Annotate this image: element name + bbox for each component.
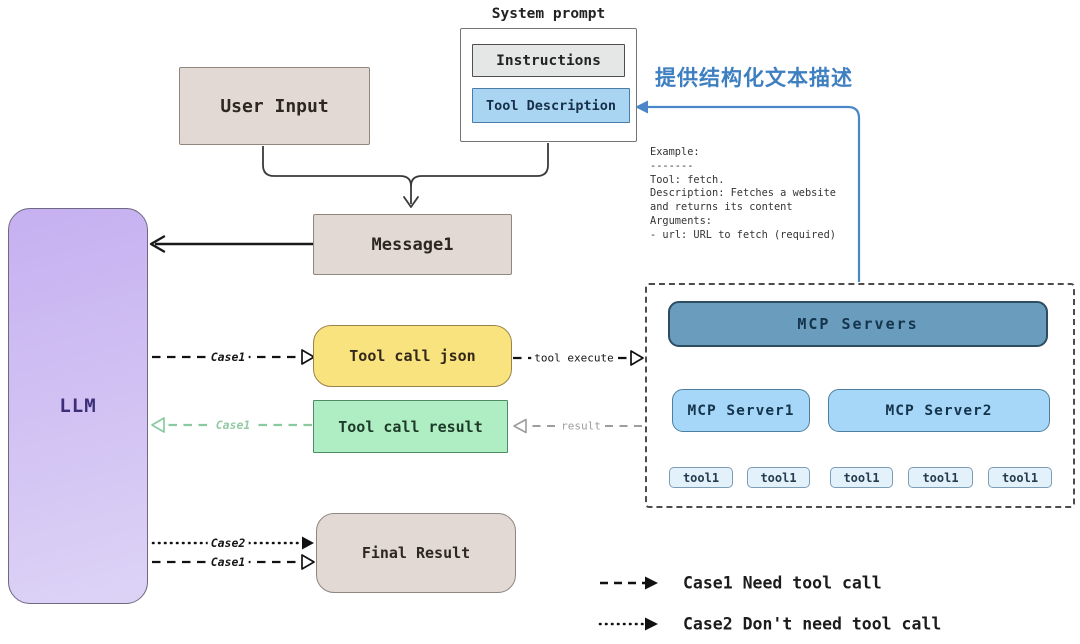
final-result-label: Final Result bbox=[361, 544, 471, 562]
tool-node: tool1 bbox=[988, 467, 1052, 488]
annotation-structured-text: 提供结构化文本描述 bbox=[655, 66, 853, 90]
mcp-server1-label: MCP Server1 bbox=[687, 402, 795, 419]
mcp-server1-node: MCP Server1 bbox=[672, 389, 810, 432]
tool-description-node: Tool Description bbox=[472, 88, 630, 123]
llm-node: LLM bbox=[8, 208, 148, 604]
example-text-block: Example: ------- Tool: fetch. Descriptio… bbox=[650, 146, 836, 241]
edge-message1-to-llm bbox=[149, 235, 313, 253]
edge-label-case2-final: Case2 bbox=[207, 536, 249, 550]
mcp-servers-label: MCP Servers bbox=[797, 315, 919, 333]
tool-label: tool1 bbox=[760, 470, 797, 485]
tool-node: tool1 bbox=[747, 467, 810, 488]
message1-node: Message1 bbox=[313, 214, 512, 275]
edge-case2-to-final bbox=[151, 536, 314, 550]
instructions-label: Instructions bbox=[496, 52, 601, 69]
tool-node: tool1 bbox=[830, 467, 893, 488]
edge-label-result: result bbox=[558, 419, 604, 433]
tool-description-label: Tool Description bbox=[485, 97, 617, 114]
mcp-servers-node: MCP Servers bbox=[668, 301, 1048, 347]
edge-label-tool-execute: tool execute bbox=[531, 351, 617, 365]
message1-label: Message1 bbox=[371, 234, 454, 255]
instructions-node: Instructions bbox=[472, 44, 625, 77]
tool-call-json-node: Tool call json bbox=[313, 325, 512, 387]
tool-node: tool1 bbox=[908, 467, 973, 488]
user-input-node: User Input bbox=[179, 67, 370, 145]
final-result-node: Final Result bbox=[316, 513, 516, 593]
edge-mcp-to-tool-description bbox=[635, 100, 861, 282]
mcp-server2-node: MCP Server2 bbox=[828, 389, 1050, 432]
legend-item-case2: Case2 Don't need tool call bbox=[683, 614, 942, 634]
mcp-server2-label: MCP Server2 bbox=[885, 402, 993, 419]
llm-label: LLM bbox=[59, 395, 97, 417]
user-input-label: User Input bbox=[220, 95, 329, 117]
edge-label-case1-final: Case1 bbox=[207, 555, 249, 569]
tool-call-json-label: Tool call json bbox=[349, 347, 476, 365]
edge-label-case1-json: Case1 bbox=[207, 350, 249, 364]
tool-label: tool1 bbox=[843, 470, 880, 485]
tool-label: tool1 bbox=[1001, 470, 1039, 485]
tool-call-result-label: Tool call result bbox=[338, 417, 483, 436]
legend-dotted-arrow bbox=[598, 617, 658, 631]
edge-label-case1-llm: Case1 bbox=[212, 418, 254, 432]
legend-dashed-arrow bbox=[600, 576, 658, 590]
tool-node: tool1 bbox=[669, 467, 733, 488]
legend-item-case1: Case1 Need tool call bbox=[683, 573, 882, 593]
tool-label: tool1 bbox=[682, 470, 720, 485]
system-prompt-title: System prompt bbox=[491, 6, 606, 22]
tool-label: tool1 bbox=[922, 470, 959, 485]
tool-call-result-node: Tool call result bbox=[313, 400, 508, 453]
edge-merge-to-message1 bbox=[262, 143, 549, 208]
